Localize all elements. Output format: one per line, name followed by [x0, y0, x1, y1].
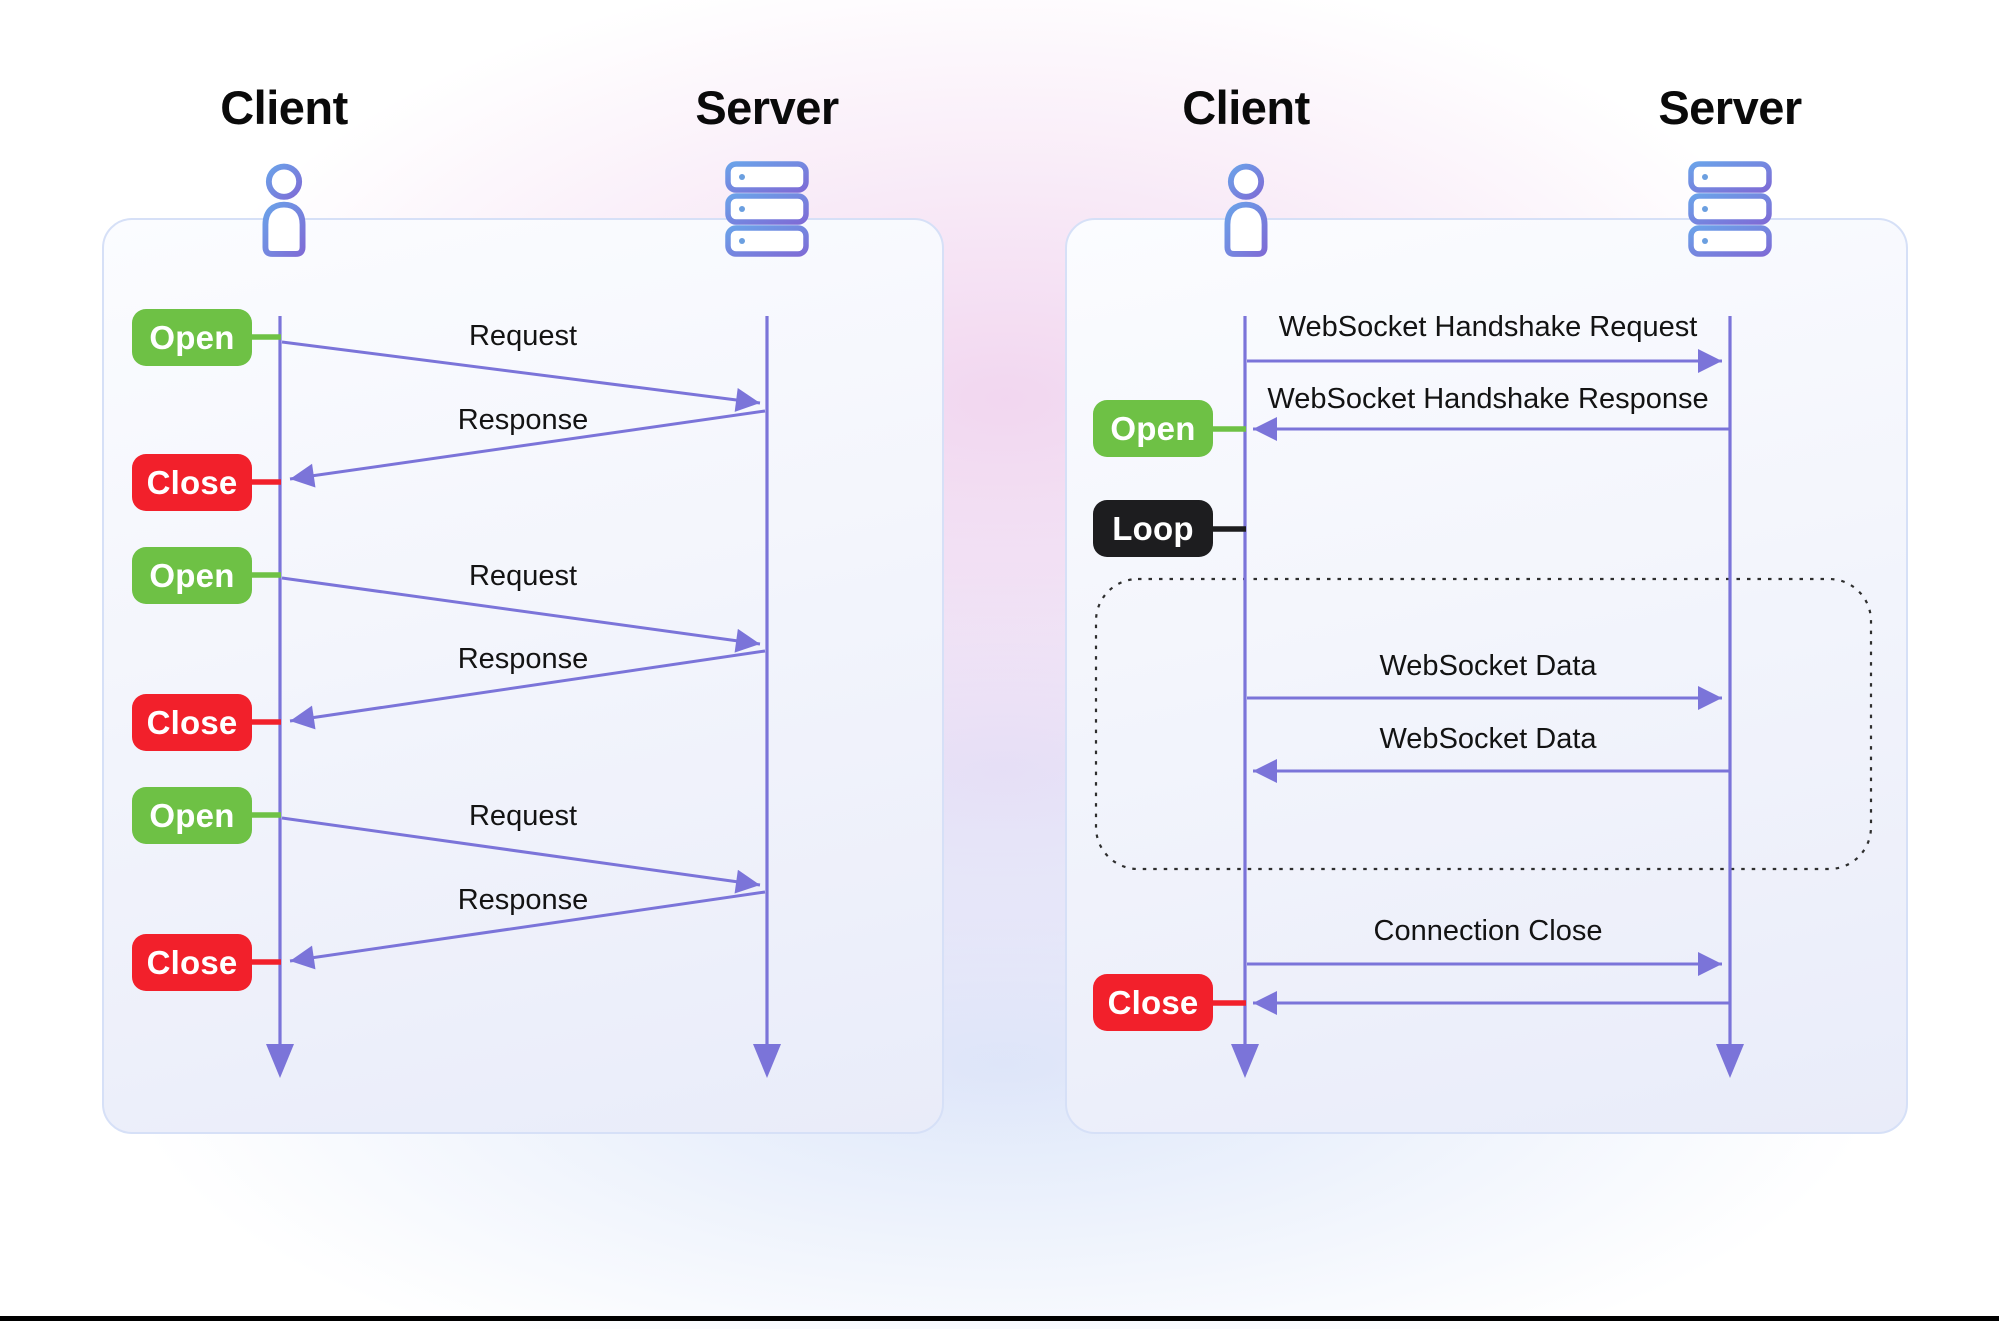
person-icon: [1224, 163, 1268, 257]
open-badge: Open: [1093, 400, 1213, 457]
ws-client-header: Client: [1182, 81, 1310, 134]
server-icon: [725, 161, 809, 257]
handshake-response-label: WebSocket Handshake Response: [1267, 383, 1709, 415]
connection-close-label: Connection Close: [1373, 915, 1603, 947]
close-badge: Close: [132, 694, 252, 751]
person-icon: [262, 163, 306, 257]
bottom-divider-line: [0, 1316, 1999, 1321]
open-badge: Open: [132, 309, 252, 366]
handshake-request-label: WebSocket Handshake Request: [1278, 311, 1698, 343]
ws-server-header: Server: [1658, 81, 1802, 134]
request-label: Request: [468, 320, 578, 352]
close-badge: Close: [132, 934, 252, 991]
http-client-header: Client: [220, 81, 348, 134]
close-badge: Close: [132, 454, 252, 511]
request-label: Request: [468, 560, 578, 592]
request-label: Request: [468, 800, 578, 832]
response-label: Response: [457, 404, 589, 436]
open-badge: Open: [132, 787, 252, 844]
response-label: Response: [457, 643, 589, 675]
loop-badge: Loop: [1093, 500, 1213, 557]
ws-data-label: WebSocket Data: [1379, 723, 1597, 755]
http-server-header: Server: [695, 81, 839, 134]
ws-data-label: WebSocket Data: [1379, 650, 1597, 682]
open-badge: Open: [132, 547, 252, 604]
server-icon: [1688, 161, 1772, 257]
response-label: Response: [457, 884, 589, 916]
close-badge: Close: [1093, 974, 1213, 1031]
